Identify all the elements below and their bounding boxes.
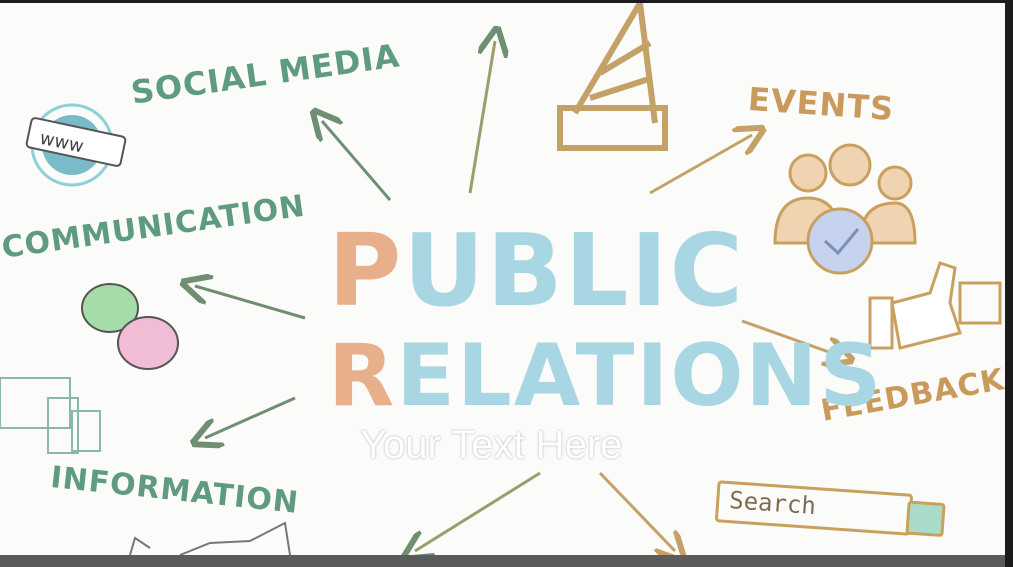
arrow-information bbox=[205, 396, 296, 438]
chat-bubbles-icon bbox=[81, 283, 179, 370]
arrow-events bbox=[649, 135, 752, 195]
thumbs-up-icon bbox=[868, 261, 1002, 350]
arrow-social bbox=[322, 121, 392, 201]
devices-icon bbox=[0, 377, 101, 454]
title-public: PUBLIC bbox=[328, 212, 746, 329]
video-progress-bar[interactable] bbox=[0, 555, 1005, 567]
arrow-feedback bbox=[741, 319, 840, 356]
video-frame: www SOCIAL MEDIA COMMUNICATION INFORMATI… bbox=[0, 3, 1005, 555]
overlay-text: Your Text Here bbox=[360, 423, 623, 467]
arrows: www bbox=[0, 3, 1002, 555]
arrow-down-left bbox=[415, 471, 541, 551]
people-check-icon bbox=[773, 143, 917, 275]
arrow-down-right bbox=[598, 471, 675, 551]
globe-icon: www bbox=[25, 103, 127, 187]
cat-icon bbox=[129, 521, 291, 555]
search-button-illustration bbox=[905, 500, 946, 538]
title-relations: RELATIONS bbox=[328, 326, 884, 426]
tower-icon bbox=[557, 3, 668, 151]
arrow-up bbox=[468, 41, 495, 194]
search-text: Search bbox=[728, 486, 817, 521]
arrow-communication bbox=[195, 286, 306, 320]
